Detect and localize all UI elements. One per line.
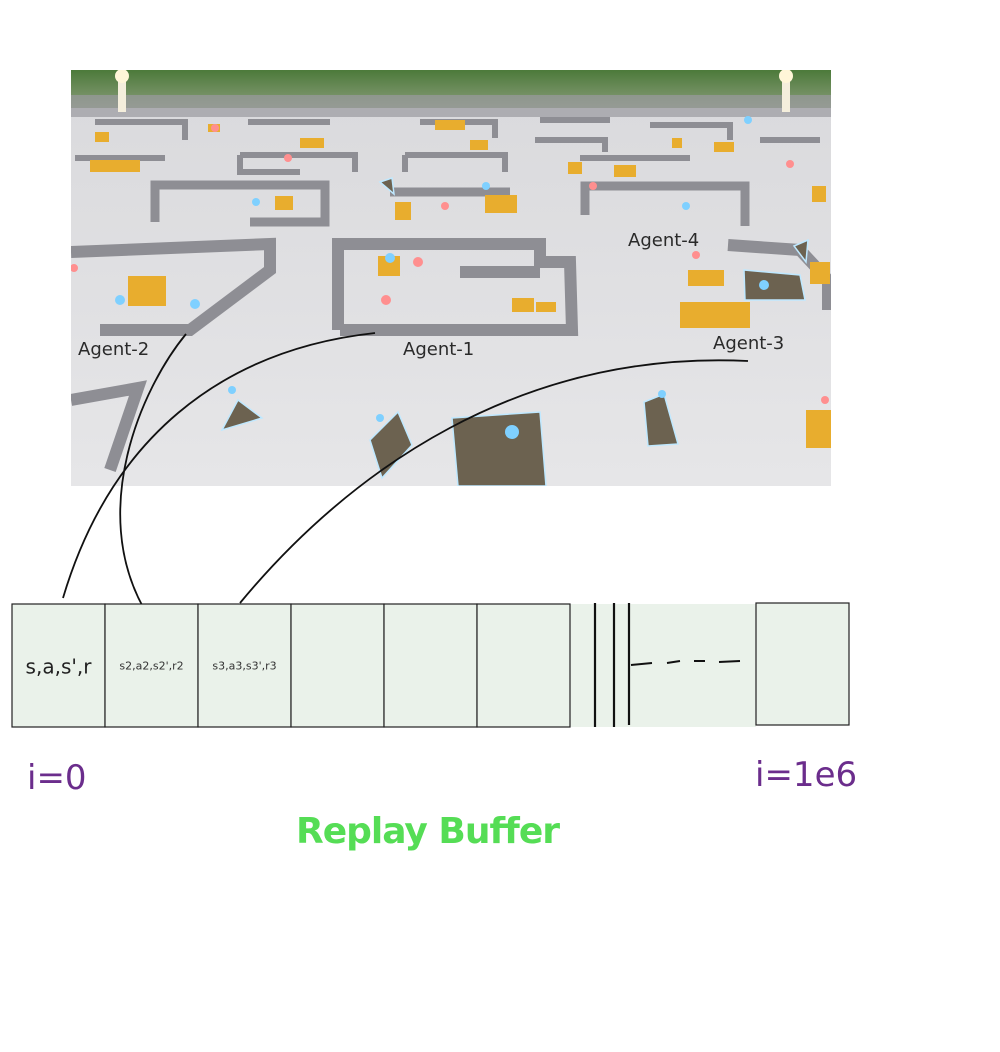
agent-label-agent-3: Agent-3 — [713, 333, 784, 354]
buffer-cell-last — [755, 602, 850, 726]
agent-label-agent-1: Agent-1 — [403, 339, 474, 360]
buffer-gap — [570, 604, 756, 727]
connector-agent-3-to-cell-2 — [239, 359, 749, 604]
connector-agent-2-to-cell-1 — [119, 333, 187, 608]
agent-label-agent-4: Agent-4 — [628, 230, 699, 251]
buffer-cell-label: s2,a2,s2',r2 — [119, 660, 183, 673]
buffer-cell-4 — [383, 603, 478, 728]
buffer-cell-0 — [11, 603, 106, 728]
buffer-cell-5 — [476, 603, 571, 728]
buffer-cell-label: s,a,s',r — [26, 655, 93, 679]
buffer-start-index: i=0 — [27, 758, 87, 798]
buffer-title: Replay Buffer — [296, 811, 560, 852]
buffer-cell-1 — [104, 603, 199, 728]
game-scene-image — [71, 70, 831, 486]
buffer-cell-label: s3,a3,s3',r3 — [212, 660, 276, 673]
connector-agent-1-to-cell-0 — [62, 332, 376, 599]
agent-label-agent-2: Agent-2 — [78, 339, 149, 360]
buffer-end-index: i=1e6 — [755, 755, 857, 795]
replay-buffer: s,a,s',r s2,a2,s2',r2 s3,a3,s3',r3 — [11, 602, 850, 728]
buffer-ellipsis-dashes — [630, 660, 741, 666]
buffer-cell-3 — [290, 603, 385, 728]
